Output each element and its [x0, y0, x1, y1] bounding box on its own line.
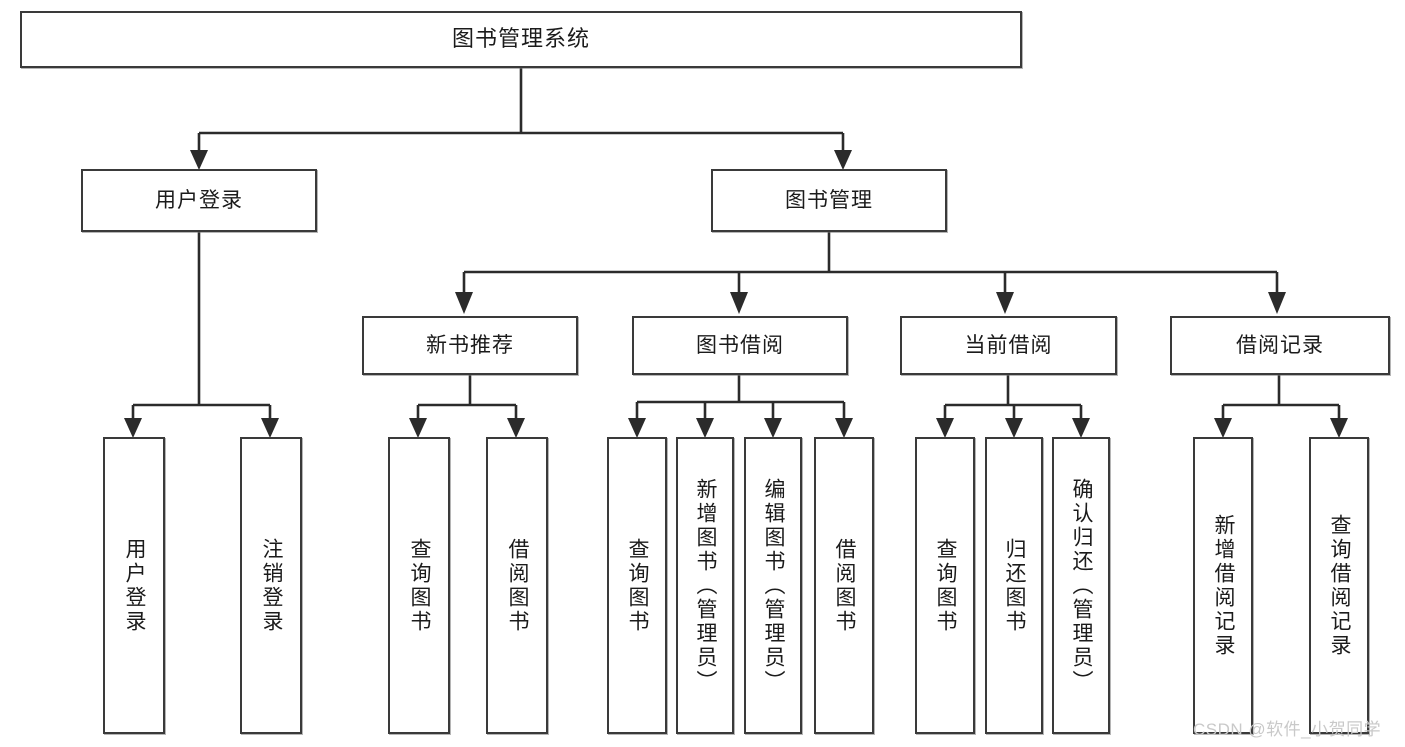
node-label: 用户登录 [123, 537, 147, 634]
node-leaf-borrow-book-borrow[interactable]: 借阅图书 [814, 437, 874, 734]
node-label: 查询借阅记录 [1328, 513, 1352, 658]
node-label: 图书管理 [785, 188, 873, 212]
node-label: 图书管理系统 [451, 26, 590, 52]
node-user-login[interactable]: 用户登录 [81, 169, 317, 232]
node-label: 借阅图书 [833, 537, 857, 634]
node-leaf-add-borrow-record[interactable]: 新增借阅记录 [1193, 437, 1253, 734]
node-leaf-query-book-borrow[interactable]: 查询图书 [607, 437, 667, 734]
node-label: 查询图书 [408, 537, 432, 634]
node-label: 编辑图书（管理员） [762, 477, 786, 694]
node-leaf-query-book-current[interactable]: 查询图书 [915, 437, 975, 734]
node-book-borrow[interactable]: 图书借阅 [632, 316, 848, 375]
node-leaf-query-book-recommend[interactable]: 查询图书 [388, 437, 450, 734]
node-current-borrow[interactable]: 当前借阅 [900, 316, 1117, 375]
node-leaf-edit-book-admin[interactable]: 编辑图书（管理员） [744, 437, 802, 734]
node-label: 新增图书（管理员） [694, 477, 718, 694]
node-leaf-user-login[interactable]: 用户登录 [103, 437, 165, 734]
node-label: 确认归还（管理员） [1070, 477, 1094, 694]
node-label: 注销登录 [260, 537, 284, 634]
node-new-book-recommend[interactable]: 新书推荐 [362, 316, 578, 375]
node-label: 用户登录 [155, 188, 243, 212]
node-label: 借阅记录 [1236, 333, 1324, 357]
node-label: 借阅图书 [506, 537, 530, 634]
node-borrow-record[interactable]: 借阅记录 [1170, 316, 1390, 375]
node-leaf-borrow-book-recommend[interactable]: 借阅图书 [486, 437, 548, 734]
node-root-book-management-system[interactable]: 图书管理系统 [20, 11, 1022, 68]
node-label: 查询图书 [934, 537, 958, 634]
node-label: 图书借阅 [696, 333, 784, 357]
watermark-text: CSDN @软件_小贺同学 [1193, 720, 1382, 739]
node-label: 查询图书 [626, 537, 650, 634]
node-label: 当前借阅 [964, 333, 1053, 357]
node-leaf-return-book[interactable]: 归还图书 [985, 437, 1043, 734]
node-leaf-logout-login[interactable]: 注销登录 [240, 437, 302, 734]
node-leaf-add-book-admin[interactable]: 新增图书（管理员） [676, 437, 734, 734]
node-leaf-confirm-return-admin[interactable]: 确认归还（管理员） [1052, 437, 1110, 734]
node-label: 新书推荐 [426, 333, 514, 357]
node-label: 新增借阅记录 [1212, 513, 1236, 658]
node-label: 归还图书 [1003, 537, 1027, 634]
node-leaf-query-borrow-record[interactable]: 查询借阅记录 [1309, 437, 1369, 734]
node-book-management[interactable]: 图书管理 [711, 169, 947, 232]
